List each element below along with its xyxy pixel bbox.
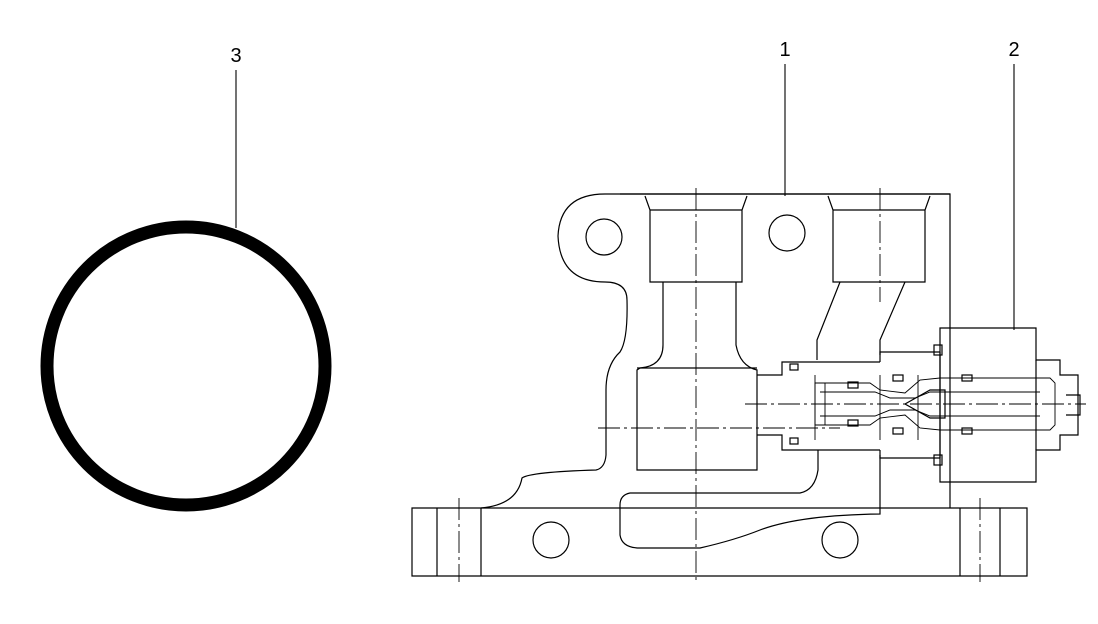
callout-3: 3	[230, 45, 241, 67]
center-lines	[458, 188, 1086, 582]
callout-1: 1	[779, 39, 790, 61]
valve-body-part-1	[411, 193, 1028, 577]
callout-2: 2	[1008, 39, 1019, 61]
o-ring-part-3	[40, 220, 332, 512]
cartridge-valve-part-2	[789, 327, 1081, 483]
